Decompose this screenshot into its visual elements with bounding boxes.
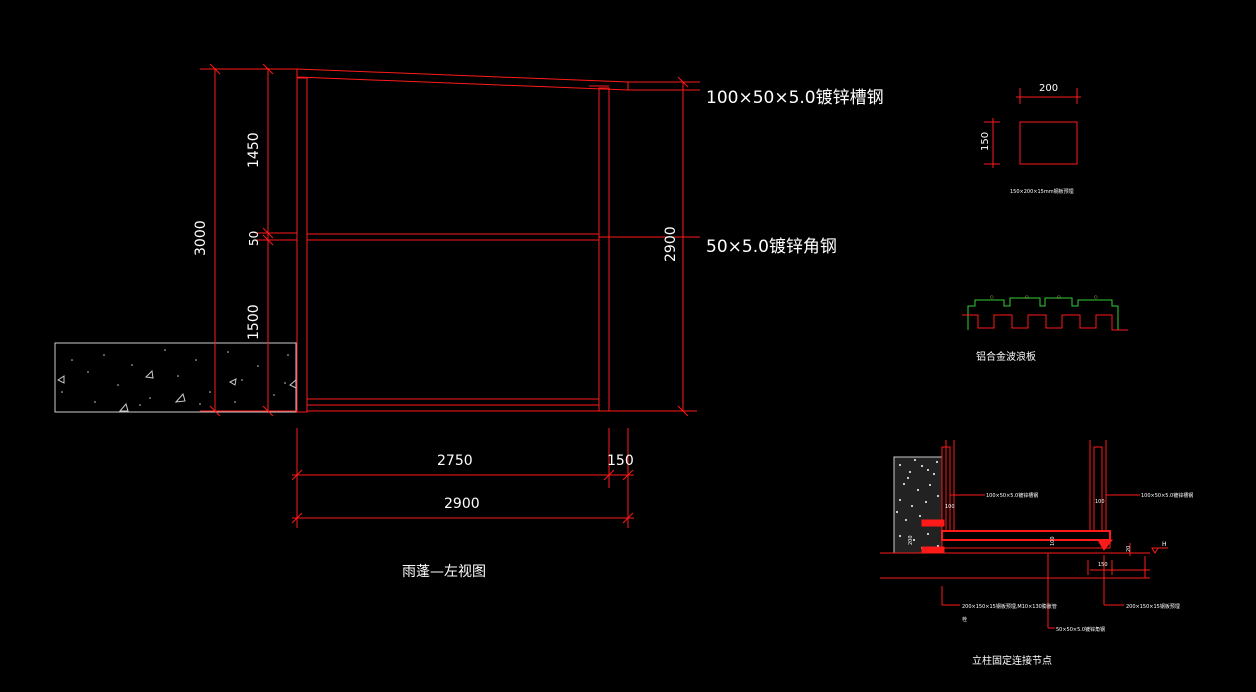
left-view-title: 雨蓬—左视图 [402,564,486,580]
rear-post [598,87,610,412]
dim-span-total: 2900 [444,496,480,512]
svg-text:○: ○ [990,294,994,299]
node-channel-right: 100×50×5.0镀锌槽钢 [1141,492,1193,499]
node-angle-steel: 50×50×5.0镀锌角钢 [1056,626,1105,633]
label-angle-steel: 50×5.0镀锌角钢 [706,237,837,257]
node-plate-embed: 200×150×15钢板预埋,M10×130膨胀管 [962,603,1057,610]
node-level: H [1162,541,1167,548]
node-channel-left: 100×50×5.0镀锌槽钢 [986,492,1038,499]
node-dim-150: 150 [1098,562,1108,568]
plate-height: 150 [980,132,991,151]
post [296,77,308,413]
left-view [54,63,700,528]
concrete-ground [54,342,297,413]
dim-total-height: 3000 [193,220,209,256]
node-detail: 100×50×5.0镀锌槽钢 100×50×5.0镀锌槽钢 100 100 10… [880,440,1193,667]
dim-middle-height: 50 [247,231,261,246]
dim-span-main: 2750 [437,453,473,469]
roof-beam [296,68,629,91]
plate-caption: 150×200×15mm钢板预埋 [1010,188,1074,195]
svg-text:○: ○ [1094,294,1098,299]
embed-plate [1019,121,1078,165]
plate-detail: 200 150 150×200×15mm钢板预埋 [980,83,1081,195]
plate-width: 200 [1039,83,1058,94]
dim-bottom-height: 1500 [246,304,262,340]
dim-span-side: 150 [607,453,634,469]
node-plate-embed-cont: 栓 [962,616,967,623]
node-dim-100-left: 100 [945,504,955,510]
svg-text:○: ○ [1025,294,1029,299]
node-dim-20: 20 [1126,546,1132,552]
node-detail-title: 立柱固定连接节点 [972,654,1052,667]
node-dim-100-mid: 100 [1050,536,1056,546]
node-dim-200: 200 [908,535,914,545]
corrugated-panel [967,297,1119,330]
node-plate-right: 200×150×15钢板预埋 [1126,603,1180,610]
svg-text:○: ○ [1057,294,1061,299]
dim-top-height: 1450 [246,132,262,168]
dim-right-height: 2900 [663,226,679,262]
label-channel-steel: 100×50×5.0镀锌槽钢 [706,88,884,108]
bottom-beam [306,398,600,406]
left-view-text: 3000 1450 50 1500 2900 2750 150 2900 100… [193,88,884,580]
node-dim-100-right: 100 [1095,499,1105,505]
panel-caption: 铝合金波浪板 [976,350,1036,363]
middle-beam [306,233,600,241]
concrete-wall [893,456,943,554]
panel-detail: ○ ○ ○ ○ 铝合金波浪板 [962,294,1128,363]
